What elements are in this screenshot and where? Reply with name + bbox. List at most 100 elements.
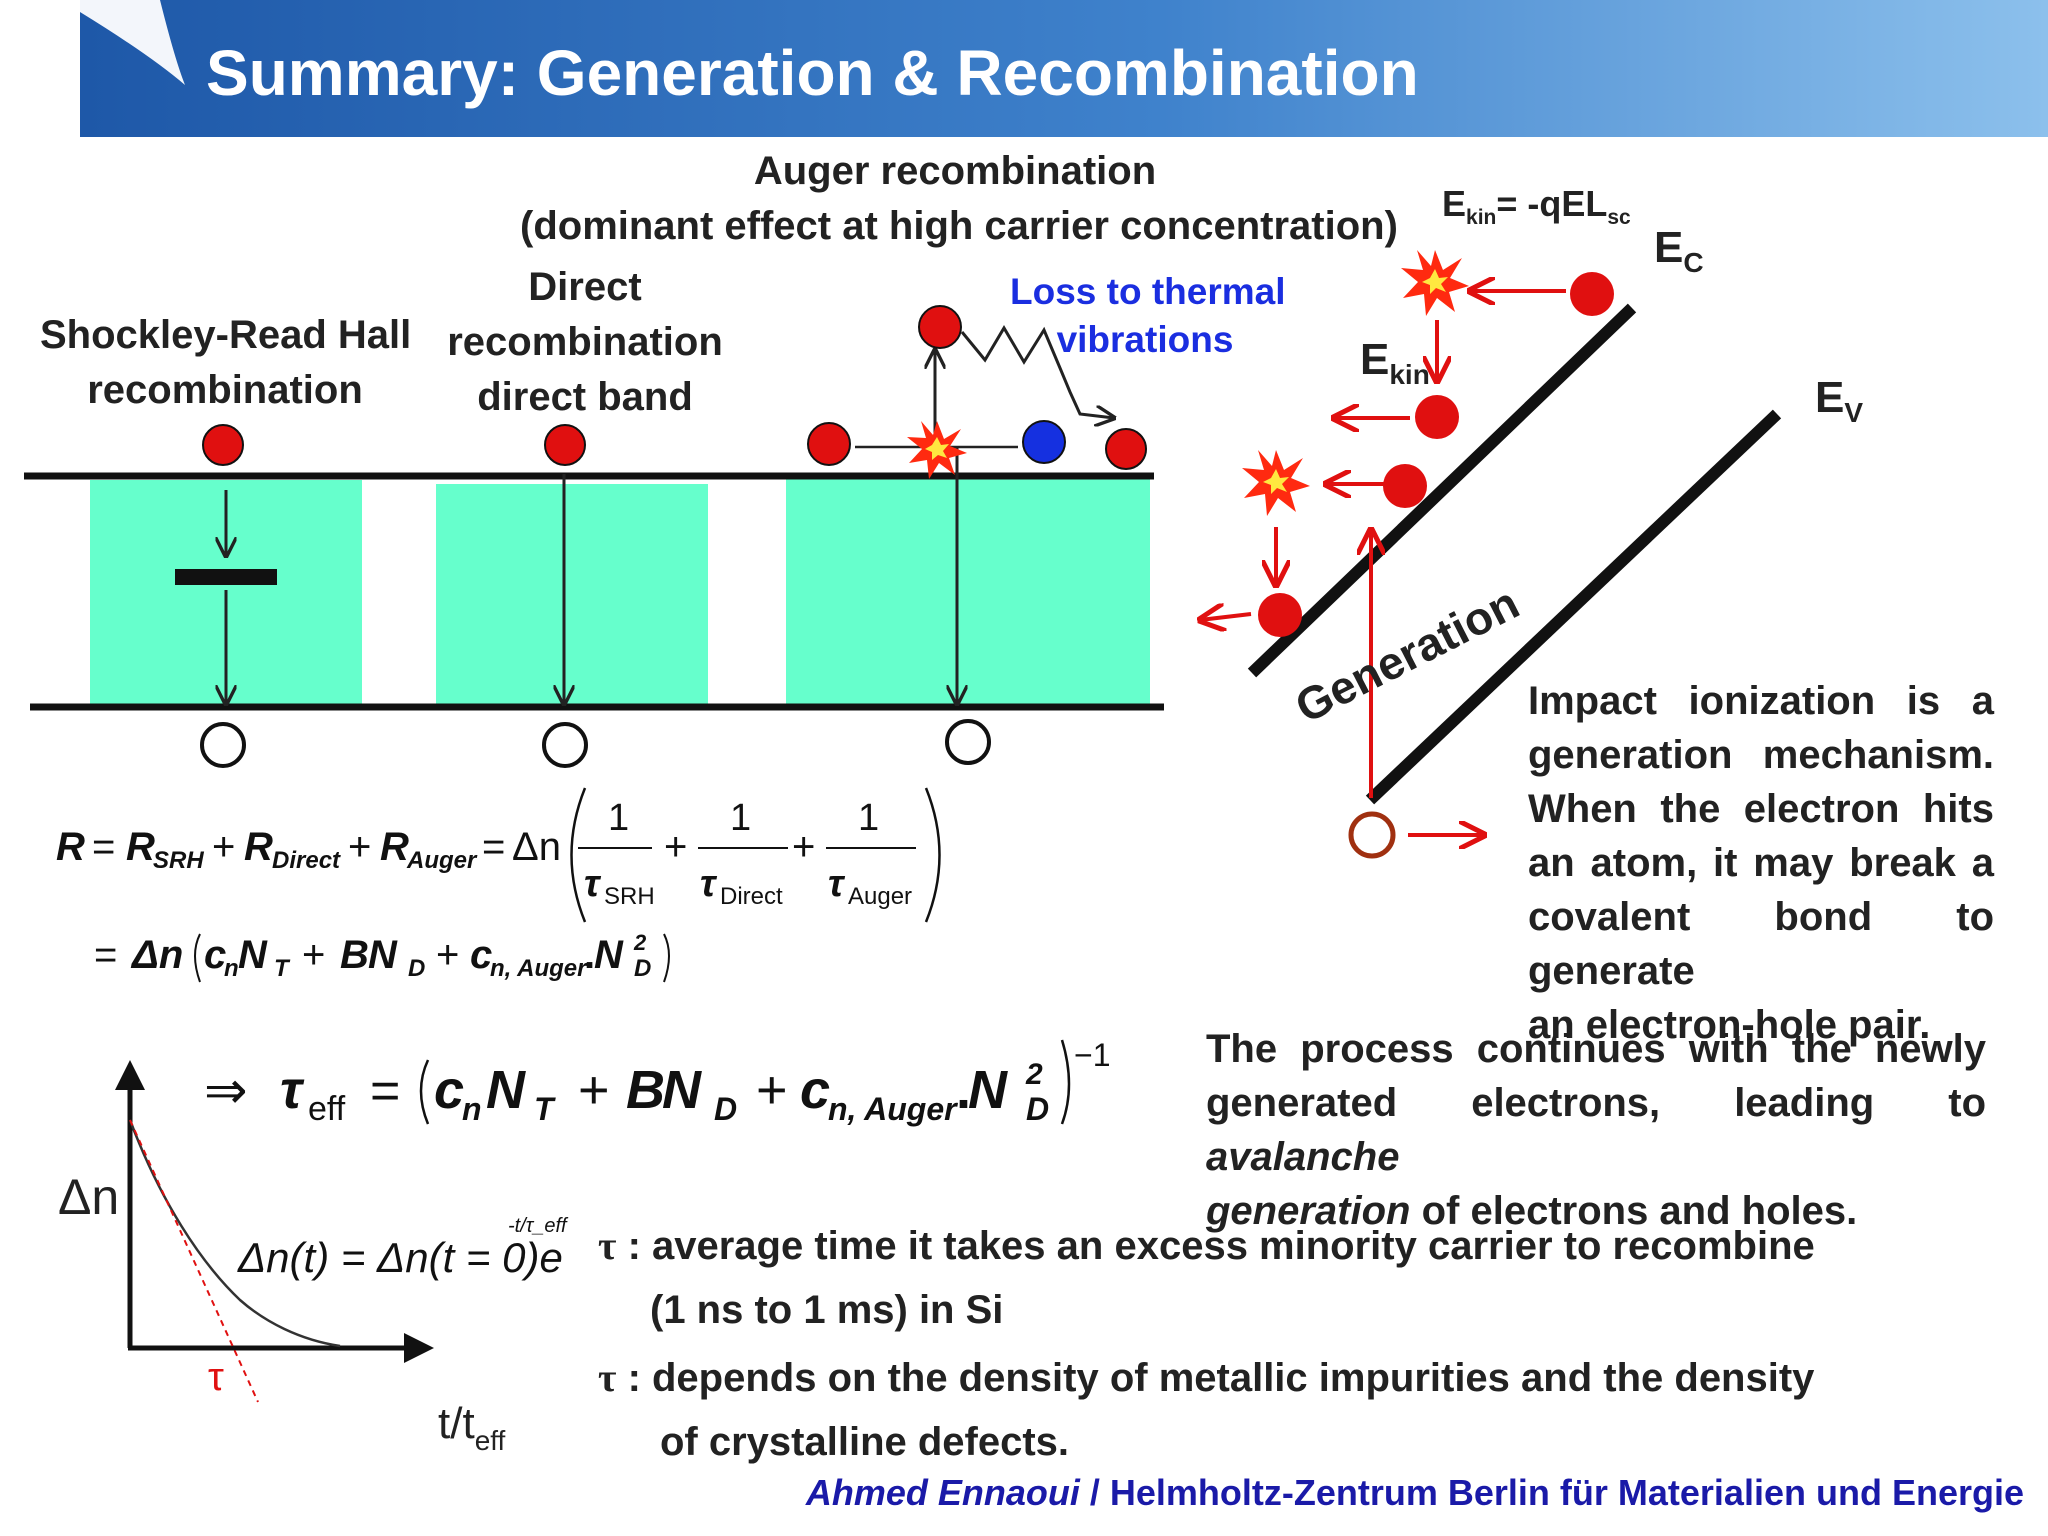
zigzag-arrow xyxy=(960,325,1114,418)
direct-well xyxy=(436,484,708,706)
y-axis-label: Δn xyxy=(58,1169,119,1225)
empty-hole xyxy=(542,722,588,768)
svg-text:.: . xyxy=(584,933,595,977)
tau-mark: τ xyxy=(208,1355,224,1399)
svg-text:+: + xyxy=(756,1060,788,1120)
decay-plot: Δn τ t/teff Δn(t) = Δn(t = 0)e -t/τ_eff xyxy=(58,1060,569,1456)
svg-text:B: B xyxy=(340,933,369,977)
svg-text:τ: τ xyxy=(700,863,718,905)
svg-text:R: R xyxy=(244,825,273,869)
decay-formula: Δn(t) = Δn(t = 0)e xyxy=(237,1234,563,1281)
svg-text:R: R xyxy=(56,825,85,869)
empty-hole xyxy=(945,719,991,765)
svg-text:1: 1 xyxy=(730,797,751,839)
svg-text:c: c xyxy=(204,933,226,977)
svg-text:T: T xyxy=(274,955,291,982)
auger-well xyxy=(786,476,1150,706)
svg-text:2: 2 xyxy=(633,930,647,955)
svg-text:n, Auger: n, Auger xyxy=(490,955,588,982)
svg-text:+: + xyxy=(664,825,687,869)
svg-text:τ: τ xyxy=(584,863,602,905)
svg-text:1: 1 xyxy=(608,797,629,839)
svg-text:+: + xyxy=(578,1060,610,1120)
svg-text:D: D xyxy=(714,1091,737,1127)
avalanche-text: The process continues with the newly gen… xyxy=(1206,1027,1986,1233)
impact-ionization-text: Impact ionization is a generation mechan… xyxy=(1528,679,1995,1047)
tangent-line xyxy=(129,1119,259,1403)
tau-note-4: of crystalline defects. xyxy=(660,1420,1070,1464)
ev-label: EV xyxy=(1815,373,1863,428)
svg-text:Auger: Auger xyxy=(848,883,912,910)
svg-text:τ: τ xyxy=(828,863,846,905)
x-axis-label: t/teff xyxy=(438,1399,506,1456)
swoosh-logo xyxy=(80,0,185,85)
svg-text:n: n xyxy=(462,1091,482,1127)
ekin-label: Ekin xyxy=(1360,335,1430,390)
svg-text:+: + xyxy=(302,933,325,977)
ev-band-line xyxy=(1365,409,1782,805)
auger-label: Auger recombination(dominant effect at h… xyxy=(520,149,1398,248)
footer-credit: Ahmed Ennaoui / Helmholtz-Zentrum Berlin… xyxy=(805,1472,2024,1513)
svg-text:=: = xyxy=(94,933,117,977)
svg-text:D: D xyxy=(634,955,651,982)
svg-text:R: R xyxy=(126,825,155,869)
slide-title: Summary: Generation & Recombination xyxy=(206,37,1419,109)
svg-text:+: + xyxy=(212,825,235,869)
recombination-diagram xyxy=(24,305,1164,768)
svg-text:N: N xyxy=(968,1060,1008,1120)
collision-burst-icon xyxy=(1242,450,1310,516)
svg-text:Δn: Δn xyxy=(130,933,183,977)
ekin-formula: Ekin= -qELsc xyxy=(1442,183,1631,229)
electron xyxy=(1258,593,1302,637)
electron xyxy=(202,424,244,466)
svg-text:Direct: Direct xyxy=(720,883,783,910)
tau-note-1: τ : average time it takes an excess mino… xyxy=(598,1223,1815,1268)
svg-text:n: n xyxy=(224,955,239,982)
svg-text:2: 2 xyxy=(1025,1058,1043,1091)
svg-text:N: N xyxy=(662,1060,702,1120)
hole xyxy=(1022,420,1066,464)
electron xyxy=(807,422,851,466)
svg-text:+: + xyxy=(792,825,815,869)
empty-hole xyxy=(200,722,246,768)
svg-text:1: 1 xyxy=(858,797,879,839)
svg-text:n, Auger: n, Auger xyxy=(828,1091,958,1127)
svg-text:=: = xyxy=(370,1062,400,1120)
tau-note-3: τ : depends on the density of metallic i… xyxy=(598,1355,1815,1400)
svg-text:Auger: Auger xyxy=(406,847,478,874)
svg-text:=: = xyxy=(482,825,505,869)
svg-text:N: N xyxy=(594,933,624,977)
svg-text:c: c xyxy=(434,1060,464,1120)
svg-text:N: N xyxy=(486,1060,526,1120)
ec-band-line xyxy=(1247,303,1637,678)
collision-burst-icon xyxy=(1401,250,1469,316)
electron xyxy=(1383,464,1427,508)
electron xyxy=(1415,395,1459,439)
rate-equations: R = R SRH + R Direct + R Auger = Δn 1 τ … xyxy=(56,787,1110,1128)
collision-burst-icon xyxy=(907,421,967,479)
svg-text:D: D xyxy=(408,955,425,982)
electron xyxy=(544,424,586,466)
svg-text:c: c xyxy=(800,1060,830,1120)
header-band xyxy=(80,0,2048,137)
svg-text:T: T xyxy=(534,1091,556,1127)
generated-hole xyxy=(1348,811,1396,859)
svg-text:+: + xyxy=(436,933,459,977)
svg-text:τ: τ xyxy=(280,1060,305,1120)
svg-text:SRH: SRH xyxy=(153,847,204,874)
electron xyxy=(1105,428,1147,470)
decay-exponent: -t/τ_eff xyxy=(508,1215,569,1237)
svg-text:Direct: Direct xyxy=(272,847,341,874)
svg-text:⇒: ⇒ xyxy=(204,1062,248,1120)
svg-text:.: . xyxy=(956,1060,971,1120)
electron xyxy=(918,305,962,349)
svg-text:D: D xyxy=(1026,1091,1049,1127)
electron xyxy=(1570,272,1614,316)
svg-text:R: R xyxy=(380,825,409,869)
ec-label: EC xyxy=(1654,223,1704,278)
decay-curve xyxy=(128,1119,341,1348)
svg-text:SRH: SRH xyxy=(604,883,655,910)
tau-note-2: (1 ns to 1 ms) in Si xyxy=(650,1288,1004,1332)
